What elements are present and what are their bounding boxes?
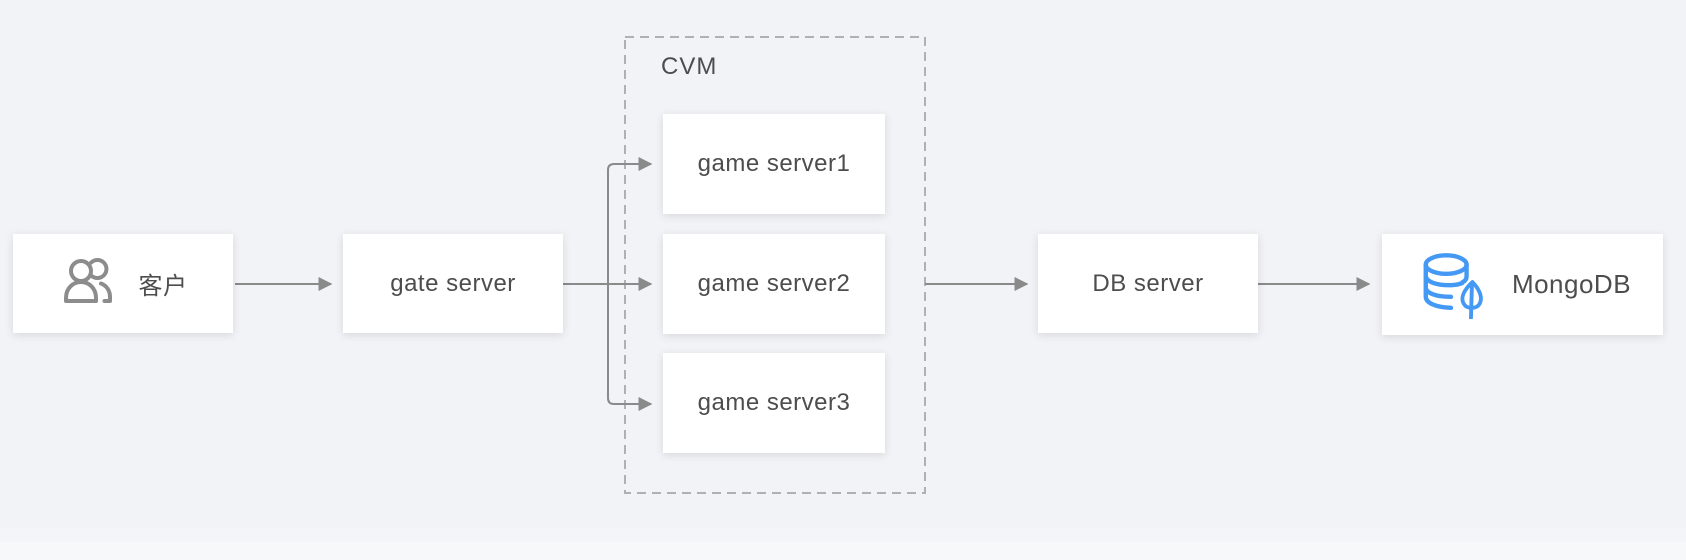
node-mongodb-label: MongoDB — [1511, 269, 1632, 299]
node-gate-server-label: gate server — [390, 269, 516, 297]
background-strip — [0, 528, 1686, 542]
node-game-server1-label: game server1 — [697, 150, 851, 177]
node-mongodb: MongoDB — [1382, 234, 1663, 335]
edge-gate-gameserver1 — [607, 157, 653, 284]
node-db-server-label: DB server — [1092, 269, 1204, 297]
background-strip — [0, 542, 1686, 560]
node-db-server: DB server — [1038, 234, 1258, 333]
node-gate-server: gate server — [343, 234, 563, 333]
node-game-server2: game server2 — [663, 234, 885, 334]
edge-gate-gameserver3 — [607, 284, 653, 411]
node-game-server3-label: game server3 — [697, 389, 851, 416]
node-game-server1: game server1 — [663, 114, 885, 214]
users-icon — [63, 257, 112, 303]
node-game-server3: game server3 — [663, 353, 885, 453]
node-customer-label: 客户 — [138, 273, 188, 300]
node-game-server2-label: game server2 — [697, 270, 851, 297]
mongodb-icon — [1423, 252, 1483, 319]
cvm-group-label: CVM — [661, 53, 718, 80]
node-customer: 客户 — [13, 234, 233, 333]
